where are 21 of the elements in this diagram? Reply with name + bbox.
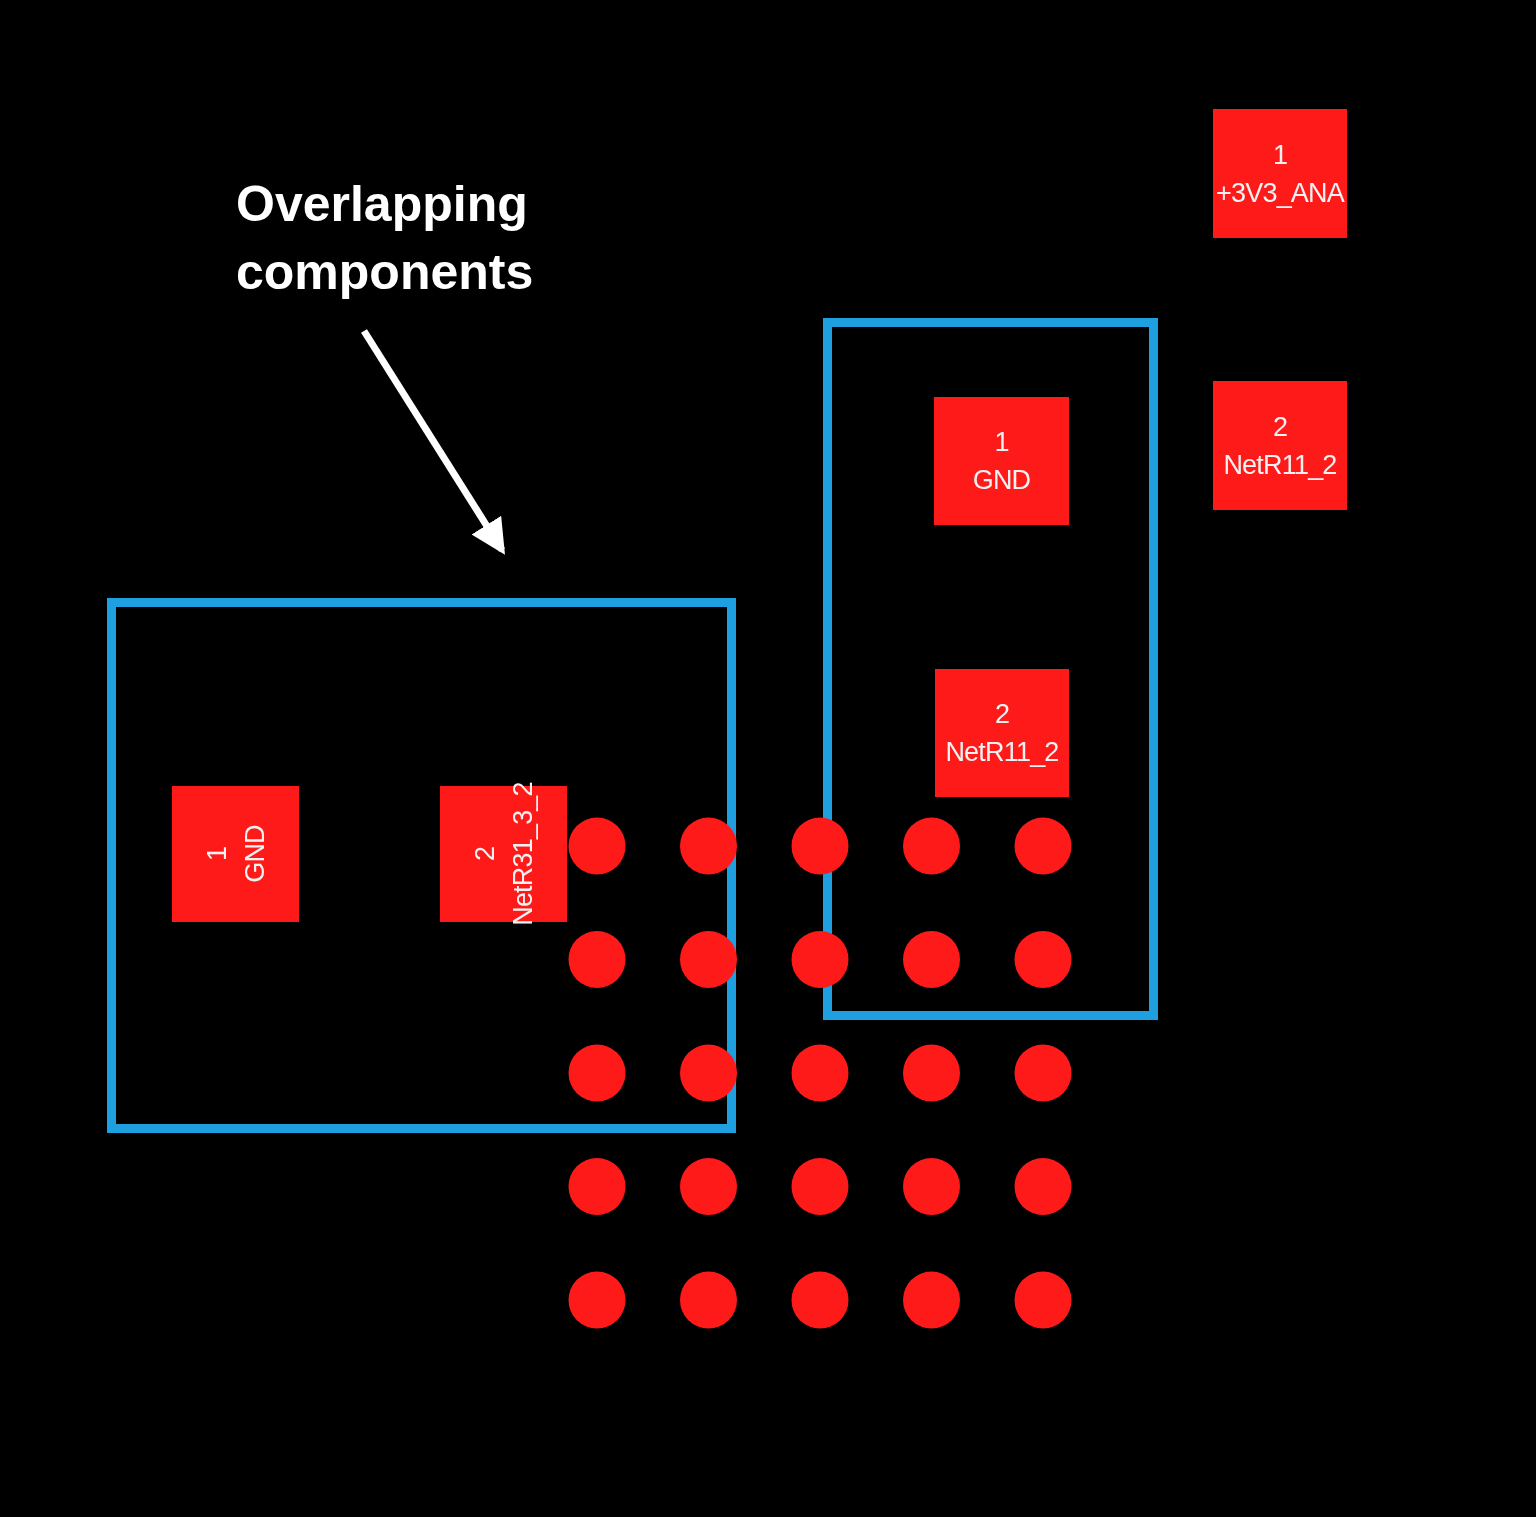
component-outline bbox=[823, 318, 1158, 1020]
net-name: NetR11_2 bbox=[1223, 448, 1337, 482]
smd-pad bbox=[935, 669, 1069, 797]
pin-number: 1 bbox=[994, 426, 1009, 459]
smd-pad bbox=[1213, 381, 1347, 510]
callout-text: Overlapping components bbox=[236, 170, 596, 306]
pin-number: 1 bbox=[200, 846, 233, 862]
pin-number: 2 bbox=[1272, 410, 1288, 444]
net-name: NetR31_3_2 bbox=[506, 782, 539, 926]
pin-number: 2 bbox=[468, 846, 501, 862]
net-name: GND bbox=[238, 825, 271, 883]
pin-number: 2 bbox=[994, 698, 1010, 731]
net-name: NetR11_2 bbox=[945, 736, 1059, 769]
arrow bbox=[361, 329, 505, 555]
net-name: +3V3_ANA bbox=[1216, 176, 1344, 210]
smd-pad bbox=[1213, 109, 1347, 238]
pin-number: 1 bbox=[1272, 138, 1288, 172]
smd-pad bbox=[172, 786, 299, 922]
net-name: GND bbox=[972, 464, 1031, 497]
smd-pad bbox=[934, 397, 1069, 525]
component-outline bbox=[107, 598, 736, 1133]
